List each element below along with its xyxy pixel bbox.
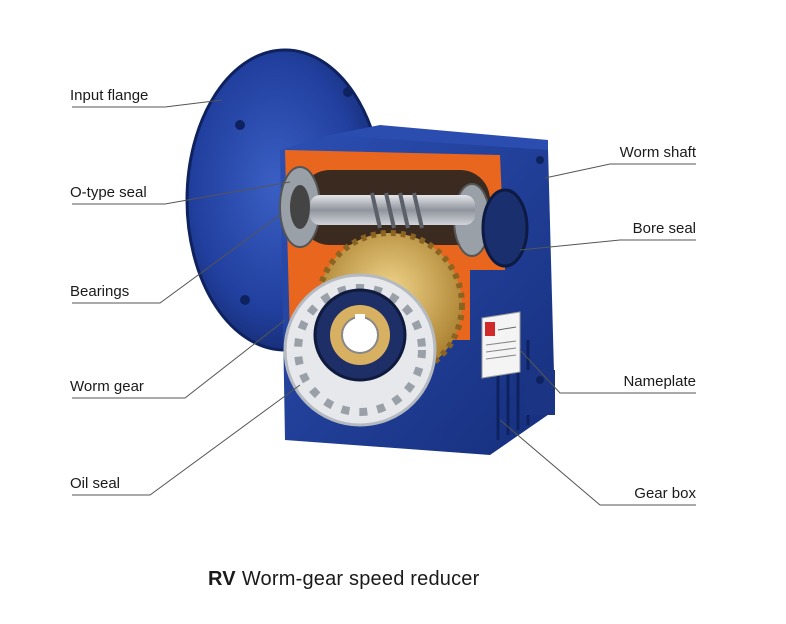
flange-bolt-2 — [343, 87, 353, 97]
label-oil-seal: Oil seal — [70, 475, 121, 492]
bore-seal-cap — [481, 188, 529, 268]
label-worm-gear: Worm gear — [70, 378, 144, 395]
housing-top-face — [330, 125, 548, 150]
label-bearings: Bearings — [70, 283, 130, 300]
leader-oil-seal — [72, 384, 301, 496]
leader-nameplate — [519, 349, 696, 394]
foot-bolt — [536, 376, 544, 384]
label-gear-box: Gear box — [634, 485, 696, 502]
keyway — [355, 314, 365, 322]
output-flange-hole-ring — [294, 284, 426, 416]
flange-bolt-3 — [240, 295, 250, 305]
side-bolt — [536, 156, 544, 164]
bearing-left-inner — [290, 185, 310, 229]
nameplate — [481, 311, 521, 379]
flange-bolt-1 — [235, 120, 245, 130]
worm-threads — [370, 192, 424, 229]
caption-text: Worm-gear speed reducer — [241, 568, 480, 590]
leader-input-flange — [72, 99, 223, 108]
leader-bearings — [72, 214, 281, 304]
worm-shaft — [310, 195, 475, 225]
leader-worm-gear — [72, 319, 286, 399]
leader-gear-box — [499, 419, 696, 506]
leader-bore-seal — [519, 239, 696, 251]
label-input-flange: Input flange — [70, 87, 149, 104]
leader-worm-shaft — [544, 163, 696, 179]
caption-model: RV — [208, 568, 236, 590]
leader-o-type-seal — [72, 181, 291, 205]
label-nameplate: Nameplate — [623, 373, 696, 390]
label-bore-seal: Bore seal — [632, 220, 696, 237]
label-worm-shaft: Worm shaft — [619, 144, 696, 161]
label-o-type-seal: O-type seal — [70, 184, 147, 201]
